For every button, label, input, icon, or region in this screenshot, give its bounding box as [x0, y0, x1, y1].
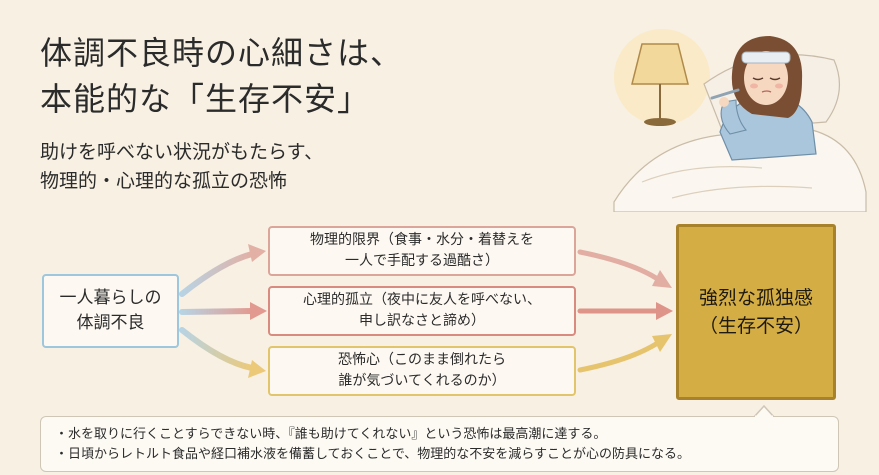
arrowhead-factor-2: [250, 302, 267, 320]
notes-box: ・水を取りに行くことすらできない時、『誰も助けてくれない』という恐怖は最高潮に達…: [40, 416, 839, 472]
subtitle-line-1: 助けを呼べない状況がもたらす、: [40, 141, 324, 163]
arrow-source-to-factor-3: [179, 327, 255, 371]
arrow-factor-3-to-result: [577, 341, 659, 373]
factor-2-line-1: 心理的孤立（夜中に友人を呼べない、: [303, 292, 541, 308]
arrow-source-to-factor-1: [179, 251, 255, 297]
arrowhead-result-3: [652, 334, 672, 352]
arrowhead-factor-1: [248, 244, 266, 262]
page-title: 体調不良時の心細さは、 本能的な「生存不安」: [40, 30, 403, 122]
lamp-base: [644, 118, 676, 126]
forehead-towel: [741, 51, 791, 64]
factor-box-physical-limit: 物理的限界（食事・水分・着替えを 一人で手配する過酷さ）: [268, 226, 576, 276]
face: [744, 51, 788, 105]
factor-2-line-2: 申し訳なさと諦め）: [359, 313, 485, 329]
raised-arm: [720, 99, 747, 135]
arrowhead-result-1: [652, 270, 672, 288]
thermometer-icon: [710, 88, 740, 100]
cheek-blush: [750, 83, 758, 89]
factor-3-line-2: 誰が気づいてくれるのか）: [338, 373, 506, 389]
note-item: ・水を取りに行くことすらできない時、『誰も助けてくれない』という恐怖は最高潮に達…: [55, 427, 607, 442]
factor-box-psychological-isolation: 心理的孤立（夜中に友人を呼べない、 申し訳なさと諦め）: [268, 286, 576, 336]
factor-box-fear: 恐怖心（このまま倒れたら 誰が気づいてくれるのか）: [268, 346, 576, 396]
factor-3-line-1: 恐怖心（このまま倒れたら: [338, 352, 506, 368]
source-line-1: 一人暮らしの: [59, 288, 162, 308]
source-line-2: 体調不良: [76, 313, 145, 333]
arrow-source-to-factor-2: [179, 308, 255, 315]
blanket-fold: [641, 166, 813, 199]
arrow-factor-1-to-result: [577, 249, 659, 281]
lamp-shade-icon: [631, 43, 689, 85]
cheek-blush-right: [775, 83, 783, 89]
hand: [719, 97, 729, 107]
page-subtitle: 助けを呼べない状況がもたらす、 物理的・心理的な孤立の恐怖: [40, 138, 323, 196]
result-line-2: （生存不安）: [698, 315, 813, 337]
factor-1-line-2: 一人で手配する過酷さ）: [345, 253, 499, 269]
title-line-2: 本能的な「生存不安」: [40, 80, 371, 118]
result-box: 強烈な孤独感 （生存不安）: [676, 224, 836, 400]
source-box: 一人暮らしの 体調不良: [42, 274, 179, 348]
result-line-1: 強烈な孤独感: [698, 287, 813, 309]
mouth: [761, 90, 772, 93]
sick-woman-in-bed-illustration: [613, 29, 867, 212]
note-item: ・日頃からレトルト食品や経口補水液を備蓄しておくことで、物理的な不安を減らすこと…: [55, 447, 691, 462]
title-line-1: 体調不良時の心細さは、: [40, 34, 404, 72]
arrowhead-result-2: [656, 302, 673, 320]
eyes: [752, 77, 781, 81]
notes-pointer: [754, 405, 774, 417]
subtitle-line-2: 物理的・心理的な孤立の恐怖: [40, 170, 288, 192]
factor-1-line-1: 物理的限界（食事・水分・着替えを: [310, 232, 534, 248]
arrowhead-factor-3: [248, 360, 266, 378]
